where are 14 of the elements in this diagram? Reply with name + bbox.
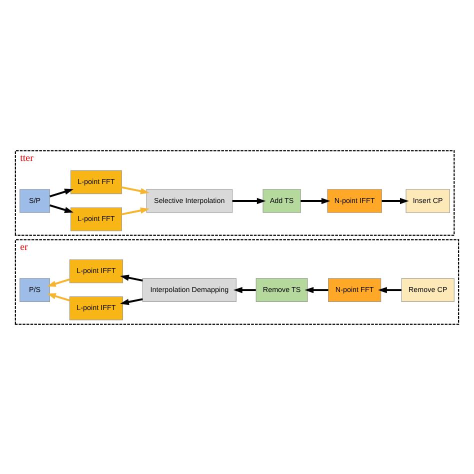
arrow	[121, 186, 150, 194]
arrow	[120, 298, 143, 305]
arrow	[50, 204, 74, 212]
arrow	[46, 278, 70, 286]
arrow	[382, 197, 409, 204]
arrow	[304, 286, 328, 293]
arrow	[234, 286, 256, 293]
arrow	[46, 292, 70, 301]
arrow	[122, 206, 150, 215]
arrow	[120, 274, 143, 282]
arrow	[50, 188, 74, 197]
arrow	[300, 197, 330, 204]
arrow	[232, 197, 266, 204]
arrow	[378, 286, 402, 293]
